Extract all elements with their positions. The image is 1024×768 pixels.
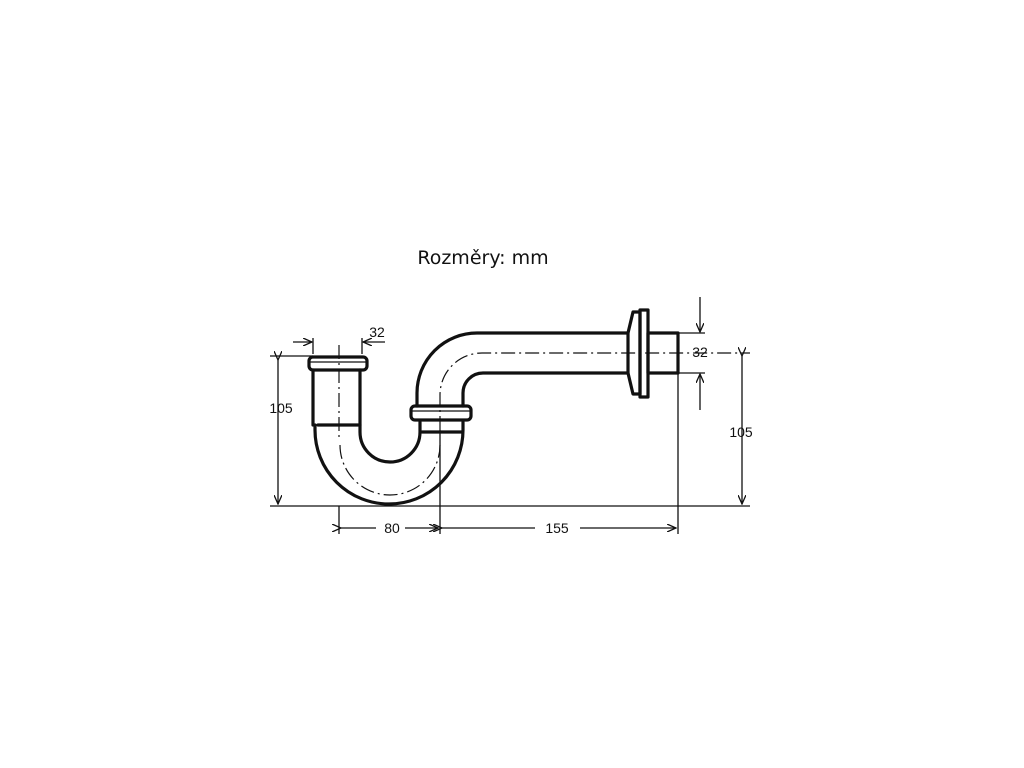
label-inlet-diameter: 32 xyxy=(369,324,385,340)
outlet-bend-inner xyxy=(461,371,630,408)
trap-nut xyxy=(409,404,473,422)
u-bend-outer xyxy=(313,420,465,506)
outlet-bend-outer xyxy=(415,331,630,408)
label-inlet-height: 105 xyxy=(269,400,293,416)
label-outlet-diameter: 32 xyxy=(692,344,708,360)
label-outlet-height: 105 xyxy=(729,424,753,440)
u-bend-inner xyxy=(358,420,422,464)
diagram-title: Rozměry: mm xyxy=(417,247,548,269)
label-trap-width: 80 xyxy=(384,520,400,536)
inlet-pipe xyxy=(311,368,362,427)
label-outlet-length: 155 xyxy=(545,520,569,536)
p-trap xyxy=(307,308,750,506)
inlet-cap xyxy=(307,355,369,372)
